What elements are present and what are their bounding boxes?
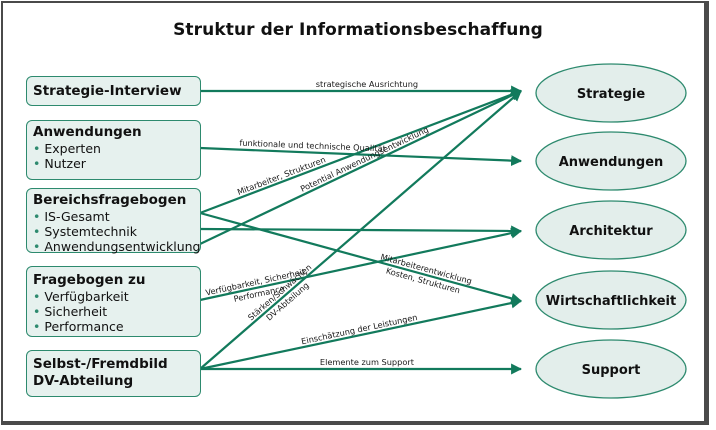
bullet-icon: • (33, 304, 41, 319)
target-architektur: Architektur (535, 200, 687, 260)
target-anwendungen: Anwendungen (535, 131, 687, 191)
target-ellipse (535, 339, 687, 399)
target-label: Wirtschaftlichkeit (546, 294, 676, 309)
source-item: •Verfügbarkeit (33, 289, 129, 304)
target-label: Architektur (569, 224, 653, 239)
target-ellipse (535, 270, 687, 330)
edge-arrow (199, 297, 523, 371)
bullet-icon: • (33, 319, 41, 334)
edge-arrow (199, 90, 522, 245)
source-heading: Bereichsfragebogen (33, 192, 187, 208)
edge-label: strategische Ausrichtung (316, 79, 418, 89)
target-label: Support (582, 363, 641, 378)
edge-arrow (199, 227, 523, 302)
edge-label-line: Elemente zum Support (320, 357, 415, 367)
source-item: •IS-Gesamt (33, 209, 110, 224)
edge-label-line: strategische Ausrichtung (316, 79, 418, 89)
targets-layer: Strategie Anwendungen Architektur Wirtsc… (535, 63, 687, 399)
bullet-icon: • (33, 224, 41, 239)
edge-label: Einschätzung der Leistungen (300, 312, 418, 346)
bullet-icon: • (33, 141, 41, 156)
source-item: •Systemtechnik (33, 224, 138, 239)
source-bereichsfragebogen: Bereichsfragebogen •IS-Gesamt •Systemtec… (26, 188, 201, 254)
source-heading-line2: DV-Abteilung (33, 373, 134, 389)
edges-layer (199, 85, 523, 375)
edge-label-line: Einschätzung der Leistungen (300, 312, 418, 346)
source-fragebogen-zu: Fragebogen zu •Verfügbarkeit •Sicherheit… (26, 266, 201, 337)
target-ellipse (535, 63, 687, 123)
edge-arrow (199, 89, 523, 215)
bullet-icon: • (33, 156, 41, 171)
edge-arrow (199, 211, 523, 304)
source-item: •Sicherheit (33, 304, 108, 319)
source-item: •Nutzer (33, 156, 86, 171)
bullet-icon: • (33, 239, 41, 254)
edge-arrow (199, 90, 522, 370)
source-item: •Experten (33, 141, 101, 156)
source-strategie-interview: Strategie-Interview (26, 76, 201, 106)
target-label: Strategie (577, 87, 646, 102)
target-strategie: Strategie (535, 63, 687, 123)
bullet-icon: • (33, 209, 41, 224)
edge-label: Elemente zum Support (320, 357, 415, 367)
target-support: Support (535, 339, 687, 399)
source-anwendungen: Anwendungen •Experten •Nutzer (26, 120, 201, 180)
source-heading: Fragebogen zu (33, 272, 146, 288)
bullet-icon: • (33, 289, 41, 304)
target-ellipse (535, 200, 687, 260)
target-ellipse (535, 131, 687, 191)
target-wirtschaftlichkeit: Wirtschaftlichkeit (535, 270, 687, 330)
source-heading: Selbst-/Fremdbild (33, 356, 168, 372)
edge-arrow (199, 146, 523, 167)
diagram-title: Struktur der Informationsbeschaffung (173, 20, 543, 40)
target-label: Anwendungen (559, 155, 664, 170)
source-item: •Performance (33, 319, 124, 334)
source-selbst-fremdbild: Selbst-/Fremdbild DV-Abteilung (26, 350, 201, 397)
source-item: •Anwendungsentwicklung (33, 239, 201, 254)
source-heading: Strategie-Interview (33, 83, 182, 99)
source-heading: Anwendungen (33, 124, 142, 140)
